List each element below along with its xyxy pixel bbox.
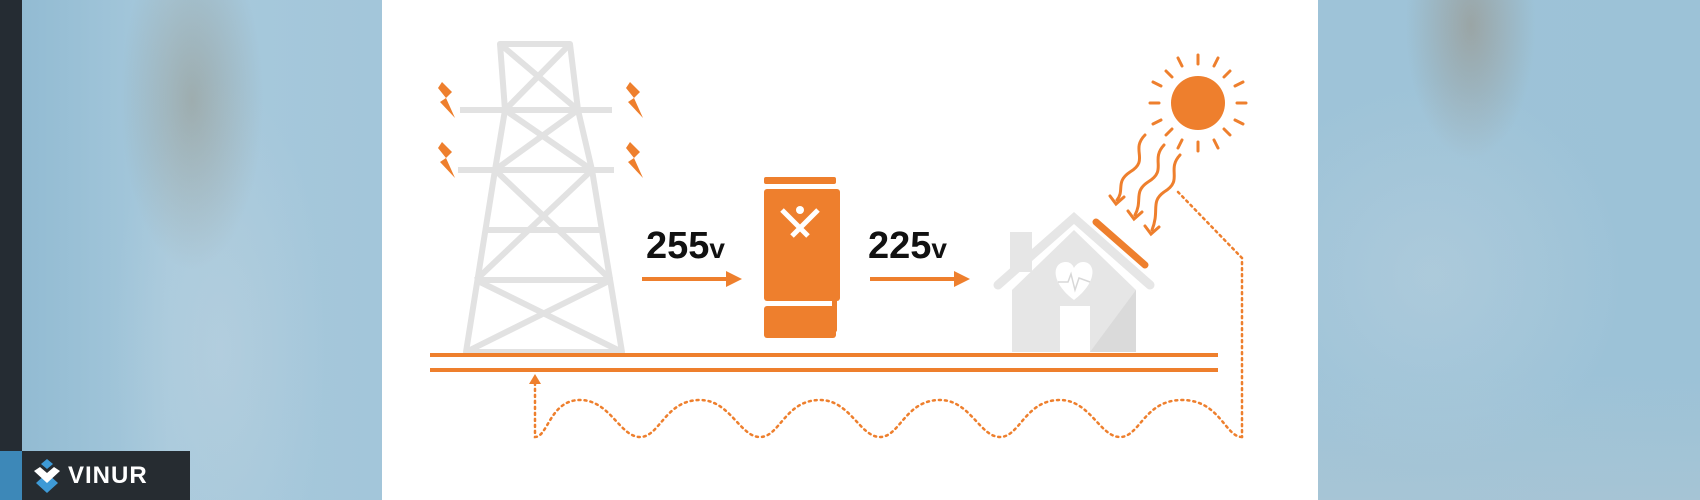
arrow-right-icon <box>870 271 970 287</box>
diagram-panel <box>382 0 1318 500</box>
power-line <box>430 353 1218 372</box>
solar-panel-icon <box>1092 218 1149 269</box>
blurred-background-left <box>80 0 360 500</box>
output-voltage-label: 225v <box>868 225 947 267</box>
heart-pulse-icon <box>1055 262 1093 300</box>
vinur-logo-icon <box>34 458 60 493</box>
feedback-dotted-path <box>533 190 1244 439</box>
left-dark-strip <box>0 0 22 500</box>
vinur-logo: VINUR <box>22 451 190 500</box>
vinur-logo-text: VINUR <box>68 461 148 489</box>
arrow-right-icon <box>642 271 742 287</box>
sun-rays-arrows <box>1108 133 1182 237</box>
left-strip-accent <box>0 451 22 500</box>
blurred-background-right <box>1318 0 1700 500</box>
house-icon <box>993 212 1155 352</box>
sun-icon <box>1148 53 1248 153</box>
voltage-optimiser-icon <box>764 177 840 338</box>
lightning-icon <box>438 82 643 178</box>
power-tower-icon <box>458 41 625 355</box>
arrow-up-icon <box>529 374 541 384</box>
input-voltage-label: 255v <box>646 225 725 267</box>
